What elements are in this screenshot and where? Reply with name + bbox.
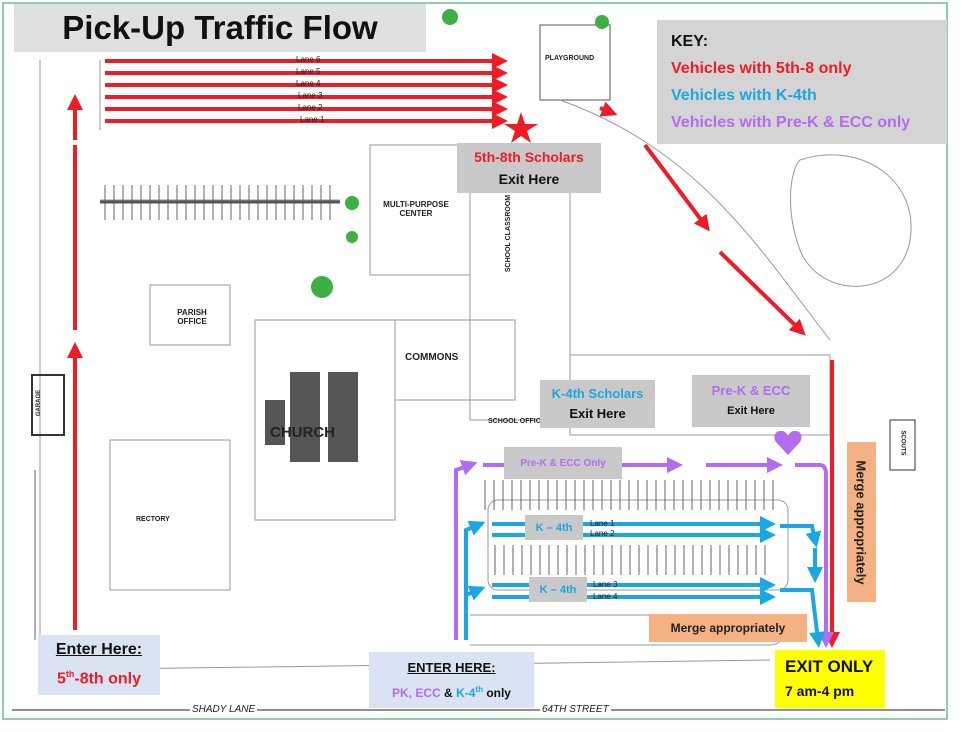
lane-label: Lane 4 <box>593 592 618 601</box>
commons-label: COMMONS <box>405 352 459 363</box>
lane-label: Lane 3 <box>298 91 323 100</box>
prek-only-label: Pre-K & ECC Only <box>504 447 622 479</box>
exit-5-8-title: 5th-8th Scholars <box>474 149 584 165</box>
exit-k4-sign: K-4th Scholars Exit Here <box>540 380 655 428</box>
enter-5-8-title: Enter Here: <box>55 641 143 659</box>
red-route-arrows <box>67 53 840 648</box>
lane-label: Lane 5 <box>296 67 321 76</box>
tree-icons <box>311 9 609 298</box>
street-label-shady-lane: SHADY LANE <box>190 704 258 715</box>
playground-label: PLAYGROUND <box>545 55 595 62</box>
parking-grid <box>34 185 774 640</box>
k4-lane-group-label: K – 4th <box>529 577 587 602</box>
legend-item-5-8: Vehicles with 5th-8 only <box>671 60 852 77</box>
exit-5-8-sign: 5th-8th Scholars Exit Here <box>457 143 601 193</box>
k4-lane-group-label: K – 4th <box>525 515 583 540</box>
legend-item-prek: Vehicles with Pre-K & ECC only <box>671 114 911 131</box>
enter-bottom-pk: PK, ECC <box>392 685 441 700</box>
garage-label: GARAGE <box>36 389 43 417</box>
enter-5-8-sign: Enter Here: 5th-8th only <box>38 635 160 695</box>
legend-item-k4: Vehicles with K-4th <box>671 87 817 104</box>
lane-label: Lane 2 <box>590 529 615 538</box>
lane-label: Lane 1 <box>300 115 325 124</box>
enter-bottom-sign: ENTER HERE: PK, ECC & K-4th only <box>369 652 534 708</box>
parish-office-label: PARISH OFFICE <box>177 308 207 326</box>
merge-horizontal-sign: Merge appropriately <box>649 614 807 642</box>
exit-only-title: EXIT ONLY <box>785 657 874 676</box>
enter-5-8-grade: 5 <box>56 670 66 688</box>
exit-prek-sub: Exit Here <box>727 405 775 417</box>
enter-5-8-sup: th <box>65 669 75 680</box>
church-label: CHURCH <box>270 424 335 441</box>
exit-only-hours: 7 am-4 pm <box>785 683 855 699</box>
enter-bottom-amp: & <box>444 685 453 700</box>
lane-label: Lane 3 <box>593 580 618 589</box>
page-title: Pick-Up Traffic Flow <box>14 4 426 52</box>
rectory-label: RECTORY <box>136 516 170 523</box>
exit-k4-title: K-4th Scholars <box>551 386 644 401</box>
enter-5-8-rest: -8th only <box>74 670 142 688</box>
school-classroom-label: SCHOOL CLASSROOM <box>505 194 513 273</box>
exit-k4-sub: Exit Here <box>569 406 626 421</box>
street-label-64th-street: 64TH STREET <box>540 704 611 715</box>
lane-label: Lane 2 <box>298 103 323 112</box>
lane-label: Lane 4 <box>296 79 321 88</box>
church-pews <box>265 372 358 462</box>
enter-bottom-title: ENTER HERE: <box>407 659 496 675</box>
exit-prek-sign: Pre-K & ECC Exit Here <box>692 375 810 427</box>
enter-bottom-k4: K-4 <box>456 685 476 700</box>
multipurpose-center-label: MULTI-PURPOSE CENTER <box>383 200 449 218</box>
merge-vertical-label: Merge appropriately <box>854 459 870 585</box>
legend-heading: KEY: <box>671 33 709 50</box>
lane-label: Lane 1 <box>590 519 615 528</box>
exit-only-sign: EXIT ONLY 7 am-4 pm <box>775 650 885 708</box>
enter-bottom-k4-sup: th <box>475 684 483 694</box>
scouts-label: SCOUTS <box>899 430 906 456</box>
exit-5-8-sub: Exit Here <box>498 171 560 187</box>
legend-key: KEY: Vehicles with 5th-8 only Vehicles w… <box>657 20 947 144</box>
merge-vertical-sign: Merge appropriately <box>847 442 876 602</box>
lane-label: Lane 6 <box>296 55 321 64</box>
heart-icon <box>774 430 802 455</box>
exit-prek-title: Pre-K & ECC <box>711 383 791 398</box>
enter-bottom-only: only <box>486 685 511 700</box>
star-icon <box>504 112 538 143</box>
school-office-label: SCHOOL OFFICE <box>488 418 546 425</box>
